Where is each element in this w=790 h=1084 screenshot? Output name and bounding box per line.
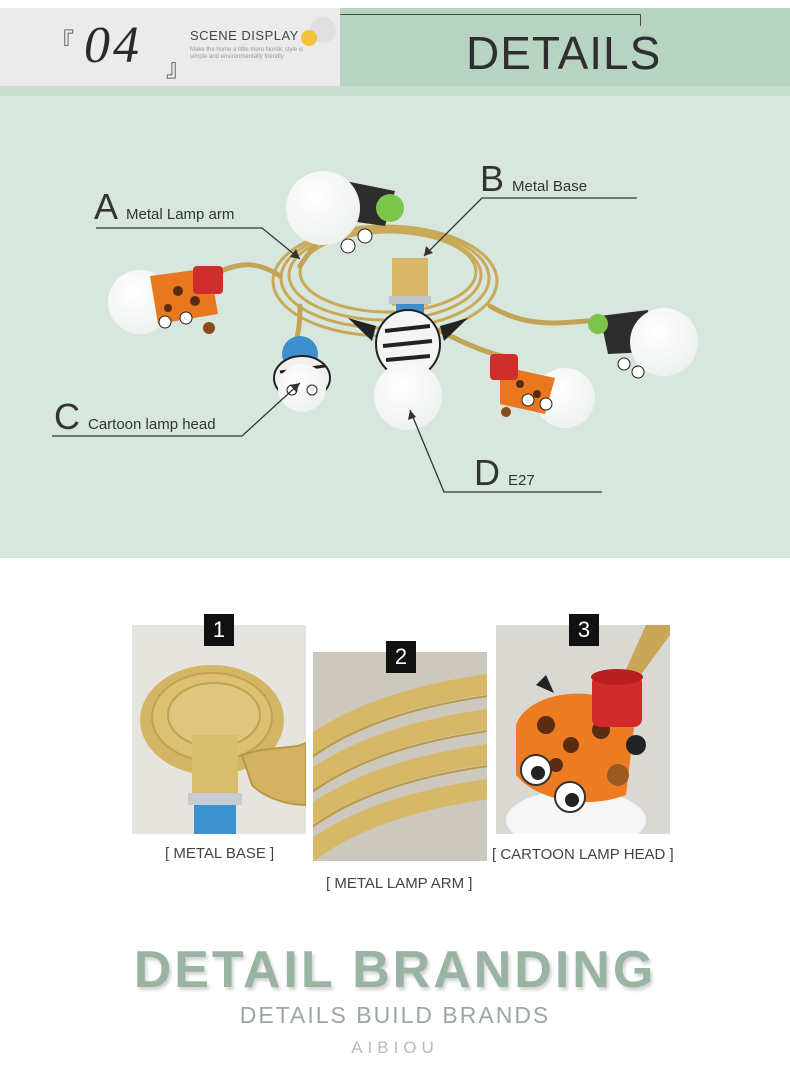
detail-caption-2: [ METAL LAMP ARM ] xyxy=(326,875,473,892)
section-header: 『 04 』 SCENE DISPLAY Make the home a lit… xyxy=(0,0,790,96)
brand-title: DETAIL BRANDING xyxy=(133,941,657,999)
callout-b: B Metal Base xyxy=(480,158,587,200)
callout-b-letter: B xyxy=(480,158,505,199)
lamp-illustration xyxy=(52,171,698,493)
product-diagram: A Metal Lamp arm B Metal Base C Cartoon … xyxy=(0,96,790,558)
photo-metal-base xyxy=(132,625,306,834)
bracket-open: 『 xyxy=(50,28,74,56)
details-title: DETAILS xyxy=(466,27,662,79)
header-left-panel xyxy=(0,8,340,86)
section-number: 04 xyxy=(84,17,142,74)
callout-d-label: E27 xyxy=(508,472,535,489)
brand-subtitle: DETAILS BUILD BRANDS xyxy=(239,1002,551,1028)
decor-circle-yellow xyxy=(301,30,317,46)
detail-badge-2: 2 xyxy=(386,641,416,673)
callout-c-letter: C xyxy=(54,396,80,437)
photo-metal-lamp-arm xyxy=(313,652,487,861)
header-band xyxy=(0,86,790,96)
header-rule xyxy=(340,14,640,15)
callout-a-letter: A xyxy=(94,186,119,227)
callout-d-letter: D xyxy=(474,452,500,493)
scene-display-title: SCENE DISPLAY xyxy=(190,28,299,43)
header-right-panel xyxy=(340,8,790,86)
detail-badge-3: 3 xyxy=(569,614,599,646)
callout-c-label: Cartoon lamp head xyxy=(88,416,216,433)
detail-caption-1: [ METAL BASE ] xyxy=(165,845,275,862)
callout-d: D E27 xyxy=(474,452,535,494)
brand-name: AIBIOU xyxy=(351,1038,439,1057)
callout-c: C Cartoon lamp head xyxy=(54,396,216,438)
header-rule-tick xyxy=(640,14,641,26)
callout-a: A Metal Lamp arm xyxy=(94,186,234,228)
bracket-close: 』 xyxy=(166,54,190,82)
scene-display-subtitle: Make the home a little more Nordic style… xyxy=(190,47,304,60)
callout-b-label: Metal Base xyxy=(512,178,588,195)
detail-caption-3: [ CARTOON LAMP HEAD ] xyxy=(492,846,674,863)
detail-badge-1: 1 xyxy=(204,614,234,646)
callout-a-label: Metal Lamp arm xyxy=(126,206,235,223)
photo-cartoon-lamp-head xyxy=(496,625,670,834)
